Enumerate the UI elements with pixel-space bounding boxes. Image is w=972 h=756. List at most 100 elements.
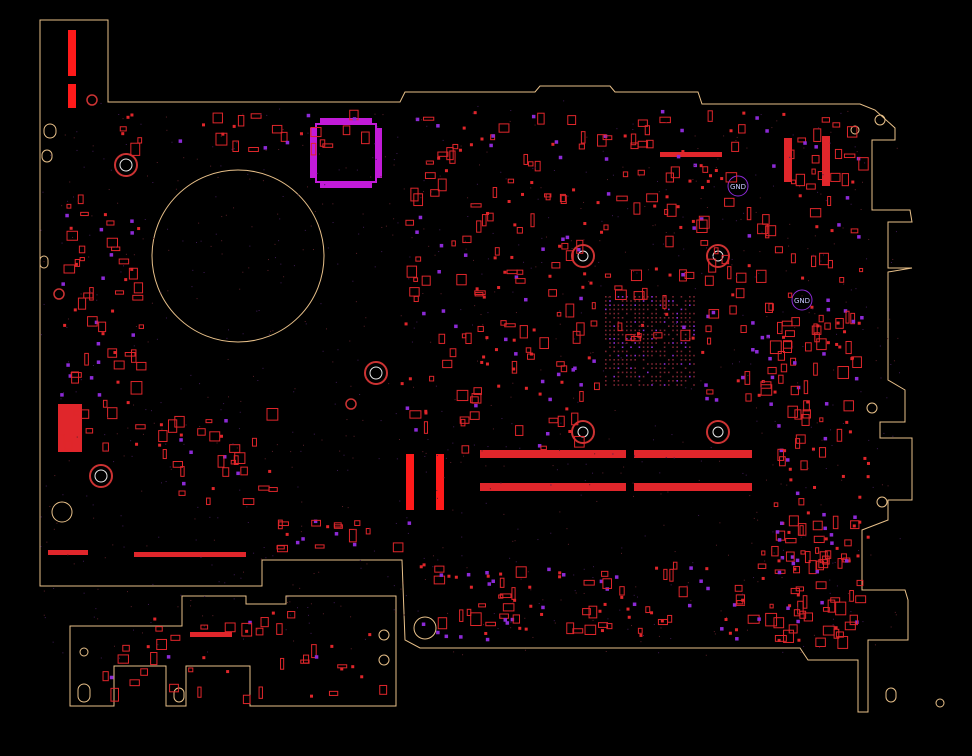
smd-pad: [400, 382, 404, 386]
via-dot: [621, 552, 623, 554]
bga-ball: [680, 363, 683, 365]
smd-component: [576, 322, 585, 336]
via-dot: [123, 265, 125, 267]
via-dot: [210, 245, 212, 247]
bga-ball: [605, 375, 607, 378]
via-dot: [152, 182, 154, 184]
via: [699, 579, 703, 583]
smd-component: [511, 587, 516, 600]
bga-ball: [676, 321, 678, 323]
bga-ball: [642, 300, 645, 302]
via-dot: [782, 651, 784, 653]
bga-ball: [642, 338, 645, 340]
smd-pad: [103, 213, 107, 217]
bga-ball: [638, 384, 641, 386]
via-dot: [180, 594, 182, 596]
via-dot: [327, 247, 329, 249]
via-dot: [80, 293, 82, 295]
via-dot: [452, 509, 454, 511]
via-dot: [297, 607, 299, 609]
smd-pad: [548, 274, 552, 278]
via-dot: [105, 449, 107, 451]
smd-component: [498, 123, 510, 133]
via-dot: [302, 144, 304, 146]
bga-ball: [684, 375, 687, 378]
smd-component: [365, 528, 371, 535]
via-dot: [665, 122, 667, 124]
via: [561, 573, 566, 577]
smd-component: [837, 636, 849, 649]
smd-component: [89, 287, 94, 301]
via-dot: [732, 363, 734, 365]
via: [436, 124, 440, 128]
via: [592, 359, 596, 363]
via-dot: [403, 188, 405, 190]
smd-component: [760, 381, 772, 389]
smd-pad: [742, 111, 746, 115]
bga-ball: [642, 321, 645, 323]
smd-component: [118, 258, 130, 265]
bga-ball: [647, 384, 649, 386]
via-dot: [481, 273, 483, 275]
smd-component: [827, 196, 832, 206]
smd-pad: [782, 112, 786, 116]
via-dot: [428, 245, 430, 247]
via-dot: [756, 511, 758, 513]
smd-component: [844, 621, 856, 631]
via-dot: [203, 625, 205, 627]
component-field: [40, 100, 901, 705]
via-dot: [381, 226, 383, 228]
via-dot: [96, 294, 98, 296]
bga-ball: [663, 329, 666, 332]
via-dot: [108, 224, 110, 226]
smd-pad: [179, 433, 183, 437]
via-dot: [622, 166, 624, 168]
smd-component: [102, 399, 108, 408]
via-dot: [500, 616, 502, 618]
via: [547, 567, 551, 572]
smd-pad: [485, 336, 489, 340]
bottom-board-outline: [69, 595, 397, 707]
via-dot: [277, 213, 279, 215]
smd-pad: [69, 226, 73, 230]
bga-ball: [626, 350, 628, 353]
via-dot: [272, 330, 274, 332]
via-dot: [862, 621, 864, 623]
smd-pad: [757, 393, 761, 397]
via-dot: [310, 225, 312, 227]
smd-pad: [462, 126, 466, 130]
via-dot: [607, 296, 609, 298]
via-dot: [150, 410, 152, 412]
smd-pad: [747, 264, 751, 268]
via-dot: [710, 447, 712, 449]
smd-pad: [521, 192, 525, 196]
smd-pad: [494, 348, 498, 352]
via-dot: [301, 501, 303, 503]
bga-ball: [651, 384, 653, 386]
smd-pad: [857, 321, 861, 325]
smd-pad: [360, 675, 364, 679]
via-dot: [671, 434, 673, 436]
smd-component: [821, 117, 830, 123]
via: [485, 637, 490, 642]
smd-component: [729, 305, 737, 315]
via-dot: [246, 506, 248, 508]
smd-pad: [245, 629, 249, 633]
via-dot: [560, 599, 562, 601]
smd-component: [760, 384, 773, 396]
smd-component: [129, 679, 140, 687]
via-dot: [601, 220, 603, 222]
via-dot: [667, 491, 669, 493]
via-dot: [899, 372, 901, 374]
smd-component: [140, 668, 148, 676]
via-dot: [781, 577, 783, 579]
via-dot: [86, 495, 88, 497]
bga-ball: [655, 317, 657, 319]
bga-ball: [689, 371, 691, 374]
via: [860, 315, 864, 320]
via-dot: [452, 442, 454, 444]
via-dot: [832, 404, 834, 406]
smd-component: [113, 360, 125, 370]
via: [714, 398, 719, 402]
smd-pad: [268, 469, 272, 473]
